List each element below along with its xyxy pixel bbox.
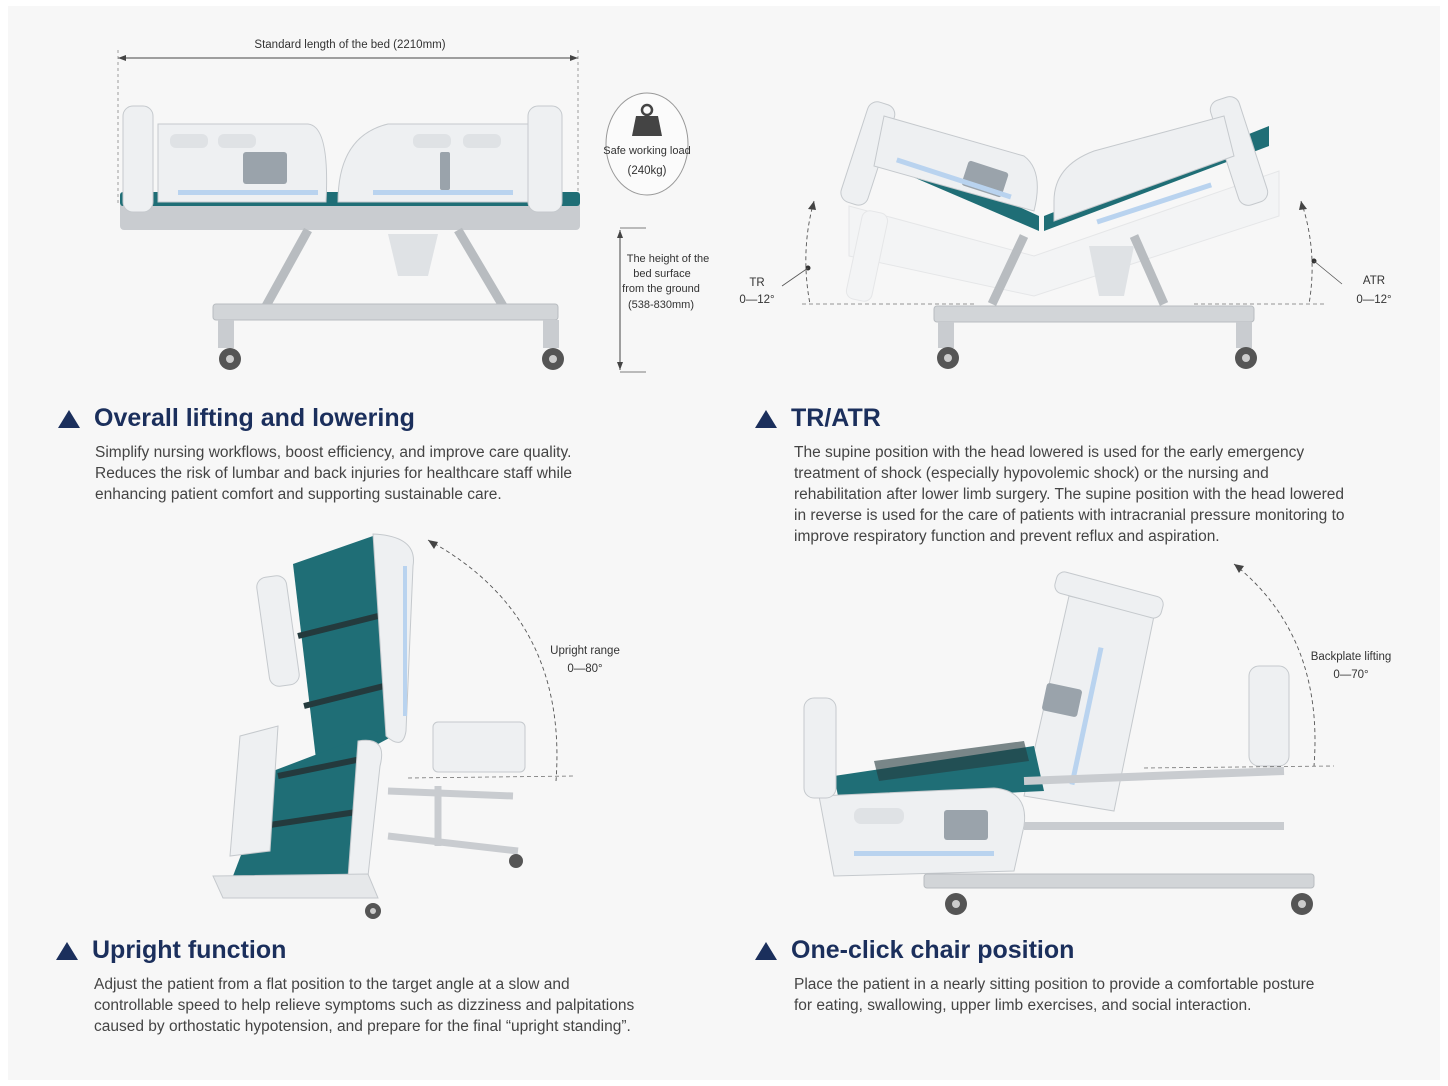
backplate-label: Backplate lifting [1311,651,1392,663]
panel-upright: Upright range 0—80° Upright function Adj… [8,526,724,1080]
upright-label: Upright range [550,645,620,657]
upright-range: 0—80° [567,663,602,675]
bed-chair-illustration: Backplate lifting 0—70° [803,563,1392,915]
height-label-1: The height of the [627,253,710,265]
triangle-bullet-icon [755,409,777,428]
bed-flat-illustration: Standard length of the bed (2210mm) [117,39,710,373]
length-label: Standard length of the bed (2210mm) [254,39,445,51]
panel-chair-position: Backplate lifting 0—70° One-click chair … [724,526,1440,1080]
description-overall-lifting: Simplify nursing workflows, boost effici… [95,444,573,503]
title-tr-atr: TR/ATR [791,404,881,432]
feature-sheet: Standard length of the bed (2210mm) [8,6,1440,1080]
height-label-2: bed surface [633,268,690,280]
weight-icon [632,103,662,136]
bed-tilt-illustration: TR 0—12° ATR 0—12° [739,96,1392,369]
triangle-bullet-icon [58,409,80,428]
description-upright: Adjust the patient from a flat position … [94,976,635,1035]
atr-label: ATR [1363,275,1385,287]
atr-range: 0—12° [1356,294,1391,306]
backplate-range: 0—70° [1333,669,1368,681]
title-overall-lifting: Overall lifting and lowering [94,404,415,432]
title-chair-position: One-click chair position [791,936,1075,964]
height-value: (538-830mm) [628,299,694,311]
triangle-bullet-icon [755,941,777,960]
section-title: One-click chair position [755,936,1074,965]
section-title: TR/ATR [755,404,881,433]
description-tr-atr: The supine position with the head lowere… [794,444,1345,545]
panel-tr-atr: TR 0—12° ATR 0—12° TR/ATR The supine pos… [724,6,1440,546]
tr-range: 0—12° [739,294,774,306]
height-label-3: from the ground [622,283,700,295]
section-title: Overall lifting and lowering [58,404,415,433]
load-label: Safe working load [603,145,690,157]
tr-label: TR [749,277,764,289]
load-value: (240kg) [628,165,667,177]
panel-overall-lifting: Standard length of the bed (2210mm) [8,6,724,526]
title-upright: Upright function [92,936,287,964]
triangle-bullet-icon [56,941,78,960]
section-title: Upright function [56,936,286,965]
description-chair-position: Place the patient in a nearly sitting po… [794,976,1315,1014]
bed-upright-illustration: Upright range 0—80° [212,533,620,919]
